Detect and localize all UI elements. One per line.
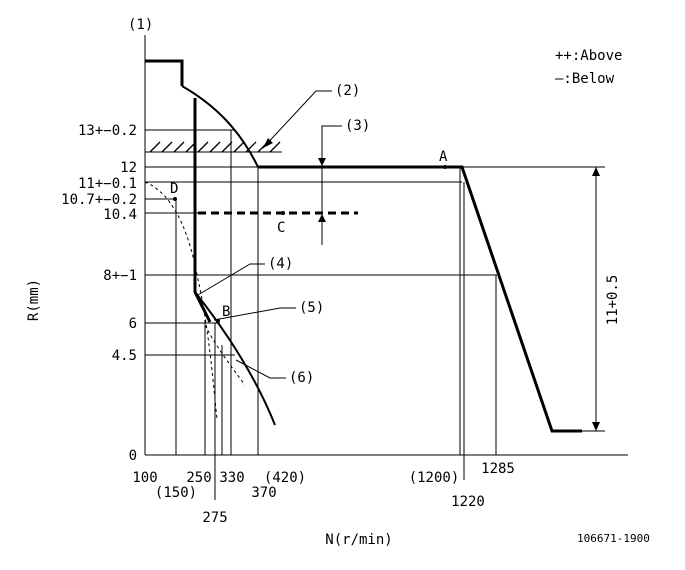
upper-envelope-curve: [181, 85, 259, 168]
y-tick-107: 10.7+−0.2: [61, 192, 137, 208]
x-tick-150: (150): [155, 485, 197, 501]
callout-6: (6): [289, 370, 314, 386]
legend-below: —:Below: [555, 71, 615, 87]
callout-3: (3): [345, 118, 370, 134]
below-dashed-curve: [144, 181, 218, 421]
x-tick-1220: 1220: [451, 494, 485, 510]
callout-4: (4): [268, 256, 293, 272]
point-c-marker: [281, 211, 285, 215]
y-tick-104: 10.4: [103, 207, 137, 223]
axes: [144, 35, 628, 456]
x-tick-100: 100: [132, 470, 157, 486]
x-tick-330: 330: [219, 470, 244, 486]
point-b-label: B: [222, 304, 230, 320]
hatched-limit: [149, 141, 281, 153]
y-tick-12: 12: [120, 160, 137, 176]
y-tick-8: 8+−1: [103, 268, 137, 284]
point-d-marker: [173, 197, 177, 201]
rated-line: [258, 165, 582, 433]
figure-code: 106671-1900: [577, 532, 650, 545]
point-d-label: D: [170, 181, 178, 197]
x-tick-370: 370: [251, 485, 276, 501]
below-dashed-curve-2: [204, 324, 246, 386]
full-load-curve: [145, 59, 184, 86]
x-tick-275: 275: [202, 510, 227, 526]
x-tick-labels: 100 (150) 250 275 330 370 (420) (1200) 1…: [132, 461, 515, 526]
lower-envelope-curve: [194, 291, 276, 426]
low-speed-curve: [193, 98, 212, 323]
point-b-marker: [216, 319, 220, 323]
vertical-reference-lines: [175, 130, 497, 500]
y-tick-0: 0: [129, 448, 137, 464]
x-axis-label: N(r/min): [325, 532, 392, 548]
point-a-marker: [443, 165, 447, 169]
dimension-label: 11+0.5: [605, 275, 621, 326]
y-axis-label: R(mm): [26, 279, 42, 321]
x-tick-420: (420): [264, 470, 306, 486]
y-tick-labels: (1) 13+−0.2 12 11+−0.1 10.7+−0.2 10.4 8+…: [61, 17, 153, 464]
x-tick-1285: 1285: [481, 461, 515, 477]
callouts: (2) (3) (4) (5) (6): [197, 83, 370, 386]
y-axis-id: (1): [128, 17, 153, 33]
y-tick-11: 11+−0.1: [78, 176, 137, 192]
y-tick-45: 4.5: [112, 348, 137, 364]
y-tick-13: 13+−0.2: [78, 123, 137, 139]
y-tick-6: 6: [129, 316, 137, 332]
characteristic-curves: [144, 59, 582, 433]
point-a-label: A: [439, 149, 448, 165]
legend-above: ++:Above: [555, 48, 622, 64]
callout-5: (5): [299, 300, 324, 316]
point-c-label: C: [277, 220, 285, 236]
x-tick-1200: (1200): [409, 470, 460, 486]
x-tick-250: 250: [186, 470, 211, 486]
points: A B C D: [170, 149, 448, 323]
callout-2: (2): [335, 83, 360, 99]
right-dimension: 11+0.5: [592, 167, 621, 431]
